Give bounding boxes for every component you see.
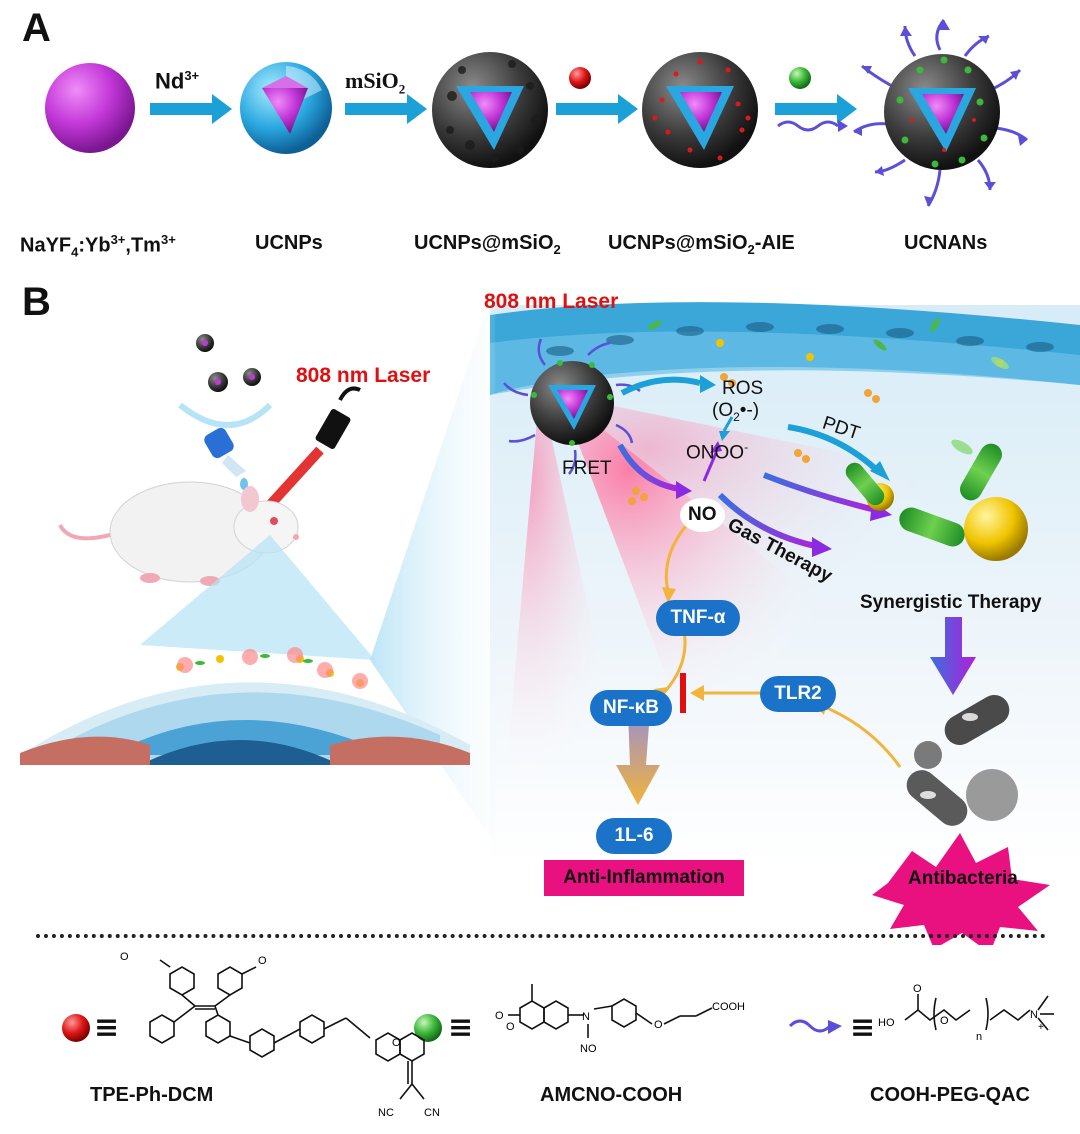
nayf4-core-particle [45, 63, 135, 153]
tnf-alpha-node: TNF-α [656, 600, 740, 636]
eye-dropper-icon [204, 427, 248, 490]
legend-equiv-2: ≡ [448, 1010, 474, 1045]
ucnan-mechanism-particle [503, 338, 641, 475]
fret-label: FRET [562, 458, 612, 479]
svg-text:O: O [654, 1019, 663, 1031]
stage-label-ucnps: UCNPs [255, 232, 323, 254]
panel-a-illustration [45, 19, 1028, 207]
cooh-peg-qac-structure [904, 994, 1054, 1031]
panel-b-letter: B [22, 280, 51, 324]
section-divider [36, 934, 1046, 938]
arrow-aie-loading [556, 67, 638, 124]
legend-equiv-3: ≡ [850, 1010, 876, 1045]
red-sphere-icon [62, 1014, 90, 1042]
peg-chain-icon [788, 1019, 842, 1034]
cn-label: CN [424, 1107, 440, 1119]
stage-label-ucnps-msio2-aie: UCNPs@mSiO2-AIE [608, 232, 795, 257]
amcno-n-label: N [582, 1011, 590, 1023]
synergistic-therapy-label: Synergistic Therapy [860, 592, 1042, 613]
qac-plus-label: + [1038, 1022, 1044, 1033]
ucnan-particle [853, 19, 1028, 207]
dead-bacteria-cluster [906, 695, 1018, 826]
il-6-node: 1L-6 [596, 818, 672, 854]
stage-label-ucnans: UCNANs [904, 232, 988, 254]
legend-name-amcno-cooh: AMCNO-COOH [540, 1084, 683, 1106]
stage-label-ucnps-msio2: UCNPs@mSiO2 [414, 232, 561, 257]
panel-b-illustration [20, 285, 1080, 945]
no-label: NO [680, 498, 725, 532]
tpe-ph-dcm-structure [149, 959, 425, 1100]
amcno-cooh-structure [508, 984, 713, 1038]
svg-text:O: O [506, 1021, 515, 1033]
svg-text:O: O [940, 1015, 949, 1027]
arrow-nd-coating [150, 94, 232, 124]
amcno-no-label: NO [580, 1043, 597, 1055]
tlr2-node: TLR2 [760, 676, 836, 712]
arrow-pdt [787, 424, 883, 476]
peg-n-label: n [976, 1031, 982, 1043]
eye-cross-section [20, 647, 470, 765]
laser-left-label: 808 nm Laser [296, 364, 431, 387]
red-sphere-icon [569, 67, 591, 89]
green-sphere-icon [789, 67, 811, 89]
svg-text:O: O [258, 955, 267, 967]
laser-top-label: 808 nm Laser [484, 290, 619, 313]
anti-inflammation-banner: Anti-Inflammation [544, 860, 744, 896]
bacteria-cluster [845, 356, 1028, 561]
legend-name-tpe-ph-dcm: TPE-Ph-DCM [90, 1084, 214, 1106]
onoo-label: ONOO- [686, 440, 749, 464]
arrow-msio2-label: mSiO2 [345, 68, 406, 97]
panel-a-letter: A [22, 6, 51, 50]
ros-formula: (O2•-) [712, 400, 760, 424]
nf-kb-node: NF-κB [590, 690, 672, 726]
mouse-illustration [58, 481, 299, 586]
arrow-to-ros [620, 376, 701, 396]
nanoparticles-drop-icon [178, 334, 273, 428]
qac-n-label: N [1030, 1009, 1038, 1021]
svg-text:O: O [913, 983, 922, 995]
green-sphere-icon [414, 1014, 442, 1042]
legend-name-cooh-peg-qac: COOH-PEG-QAC [870, 1084, 1030, 1106]
antibacteria-label: Antibacteria [908, 868, 1018, 889]
svg-text:O: O [120, 951, 129, 963]
ucnp-particle [240, 62, 332, 154]
ucnp-msio2-aie-particle [642, 52, 758, 168]
peg-ho-label: HO [878, 1017, 895, 1029]
svg-text:O: O [495, 1010, 504, 1022]
ros-label: ROS [722, 378, 764, 399]
legend-structures: O O O NC CN O O N NO O COOH HO O O n N + [62, 951, 1054, 1119]
nc-label: NC [378, 1107, 394, 1119]
arrow-peg-modification [775, 67, 857, 132]
legend-equiv-1: ≡ [94, 1010, 120, 1045]
stage-label-nayf4: NaYF4:Yb3+,Tm3+ [20, 232, 176, 260]
tpe-oxygen-label: O [392, 1037, 401, 1049]
arrow-msio2-coating [345, 94, 427, 124]
arrow-nd-label: Nd3+ [155, 68, 200, 94]
laser-device-icon [266, 386, 361, 509]
antibacteria-burst [872, 833, 1050, 945]
ucnp-msio2-particle [432, 52, 548, 168]
amcno-cooh-label: COOH [712, 1001, 745, 1013]
